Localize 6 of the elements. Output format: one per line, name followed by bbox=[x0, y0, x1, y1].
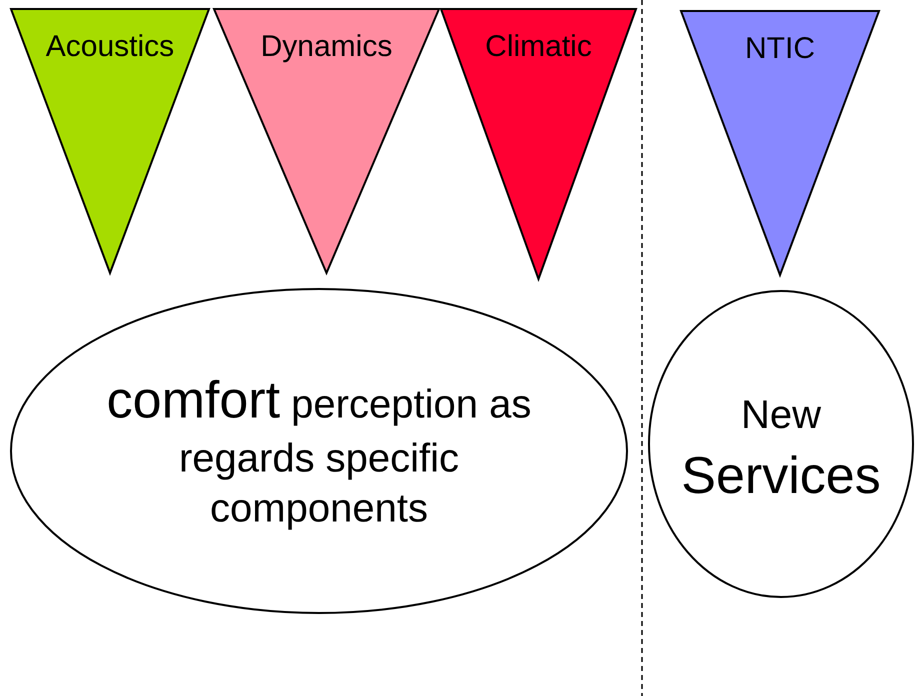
node-label: New Services bbox=[680, 392, 882, 507]
node-label: comfort perception as regards specific components bbox=[106, 370, 532, 532]
node-label: Dynamics bbox=[260, 30, 394, 64]
node-label: Climatic bbox=[484, 30, 593, 64]
node-label: NTIC bbox=[744, 32, 816, 66]
node-label: Acoustics bbox=[44, 30, 176, 64]
